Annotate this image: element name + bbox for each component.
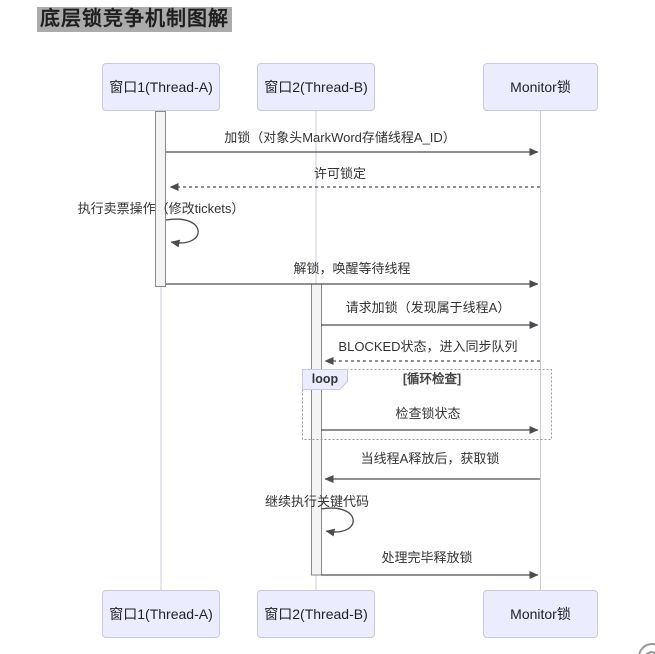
activation-bar-window1 [155, 111, 166, 287]
participant-monitor-top: Monitor锁 [483, 63, 598, 111]
participant-window1-bottom: 窗口1(Thread-A) [102, 590, 220, 638]
participant-window2-top-label: 窗口2(Thread-B) [264, 79, 368, 95]
circular-arrow-icon [638, 643, 655, 654]
participant-monitor-top-label: Monitor锁 [510, 79, 571, 95]
participant-window1-bottom-label: 窗口1(Thread-A) [109, 606, 213, 622]
participant-monitor-bottom-label: Monitor锁 [510, 606, 571, 622]
diagram-title: 底层锁竞争机制图解 [37, 7, 232, 32]
loop-label-tab [302, 369, 348, 390]
activation-bar-window2 [311, 283, 322, 576]
reset-view-button[interactable] [635, 640, 655, 654]
arrow-self-critical-code [320, 507, 354, 537]
participant-monitor-bottom: Monitor锁 [483, 590, 598, 638]
arrow-self-sell-tickets [165, 218, 199, 248]
participant-window1-top-label: 窗口1(Thread-A) [109, 79, 213, 95]
loop-frame [302, 369, 552, 440]
participant-window2-top: 窗口2(Thread-B) [257, 63, 375, 111]
participant-window1-top: 窗口1(Thread-A) [102, 63, 220, 111]
participant-window2-bottom-label: 窗口2(Thread-B) [264, 606, 368, 622]
participant-window2-bottom: 窗口2(Thread-B) [257, 590, 375, 638]
